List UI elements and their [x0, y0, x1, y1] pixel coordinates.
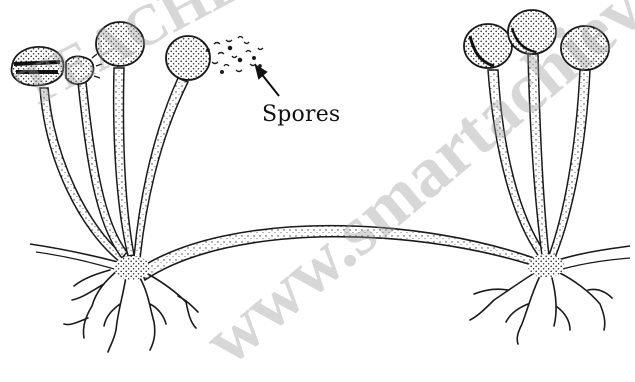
stalk-3 [114, 68, 134, 256]
right-sporangiophores [488, 54, 590, 260]
right-colony-base [528, 254, 564, 278]
left-sporangia [12, 22, 211, 86]
stalk-7 [548, 70, 590, 260]
stolon [140, 226, 547, 280]
burst-sporangium-1 [12, 47, 64, 86]
sporangium-5 [464, 24, 512, 68]
sporangium-3 [96, 22, 144, 66]
fungus-illustration [0, 0, 635, 358]
spores-label: Spores [262, 102, 340, 127]
left-hypha-inner [36, 252, 118, 270]
right-rhizoids [470, 272, 612, 344]
rhizopus-diagram: Spores TEACHER www.smartachieve [0, 0, 635, 358]
sporangium-4 [166, 36, 210, 80]
spores-cloud [207, 37, 263, 74]
stalk-4 [134, 78, 188, 259]
spores-arrow [256, 66, 279, 96]
left-sporangiophores [40, 68, 188, 262]
stalk-6 [528, 54, 549, 256]
left-rhizoids [64, 270, 198, 352]
sporangium-7 [561, 26, 609, 70]
left-colony-base [114, 256, 150, 280]
burst-sporangium-2 [66, 56, 93, 84]
sporangium-6 [508, 10, 556, 54]
